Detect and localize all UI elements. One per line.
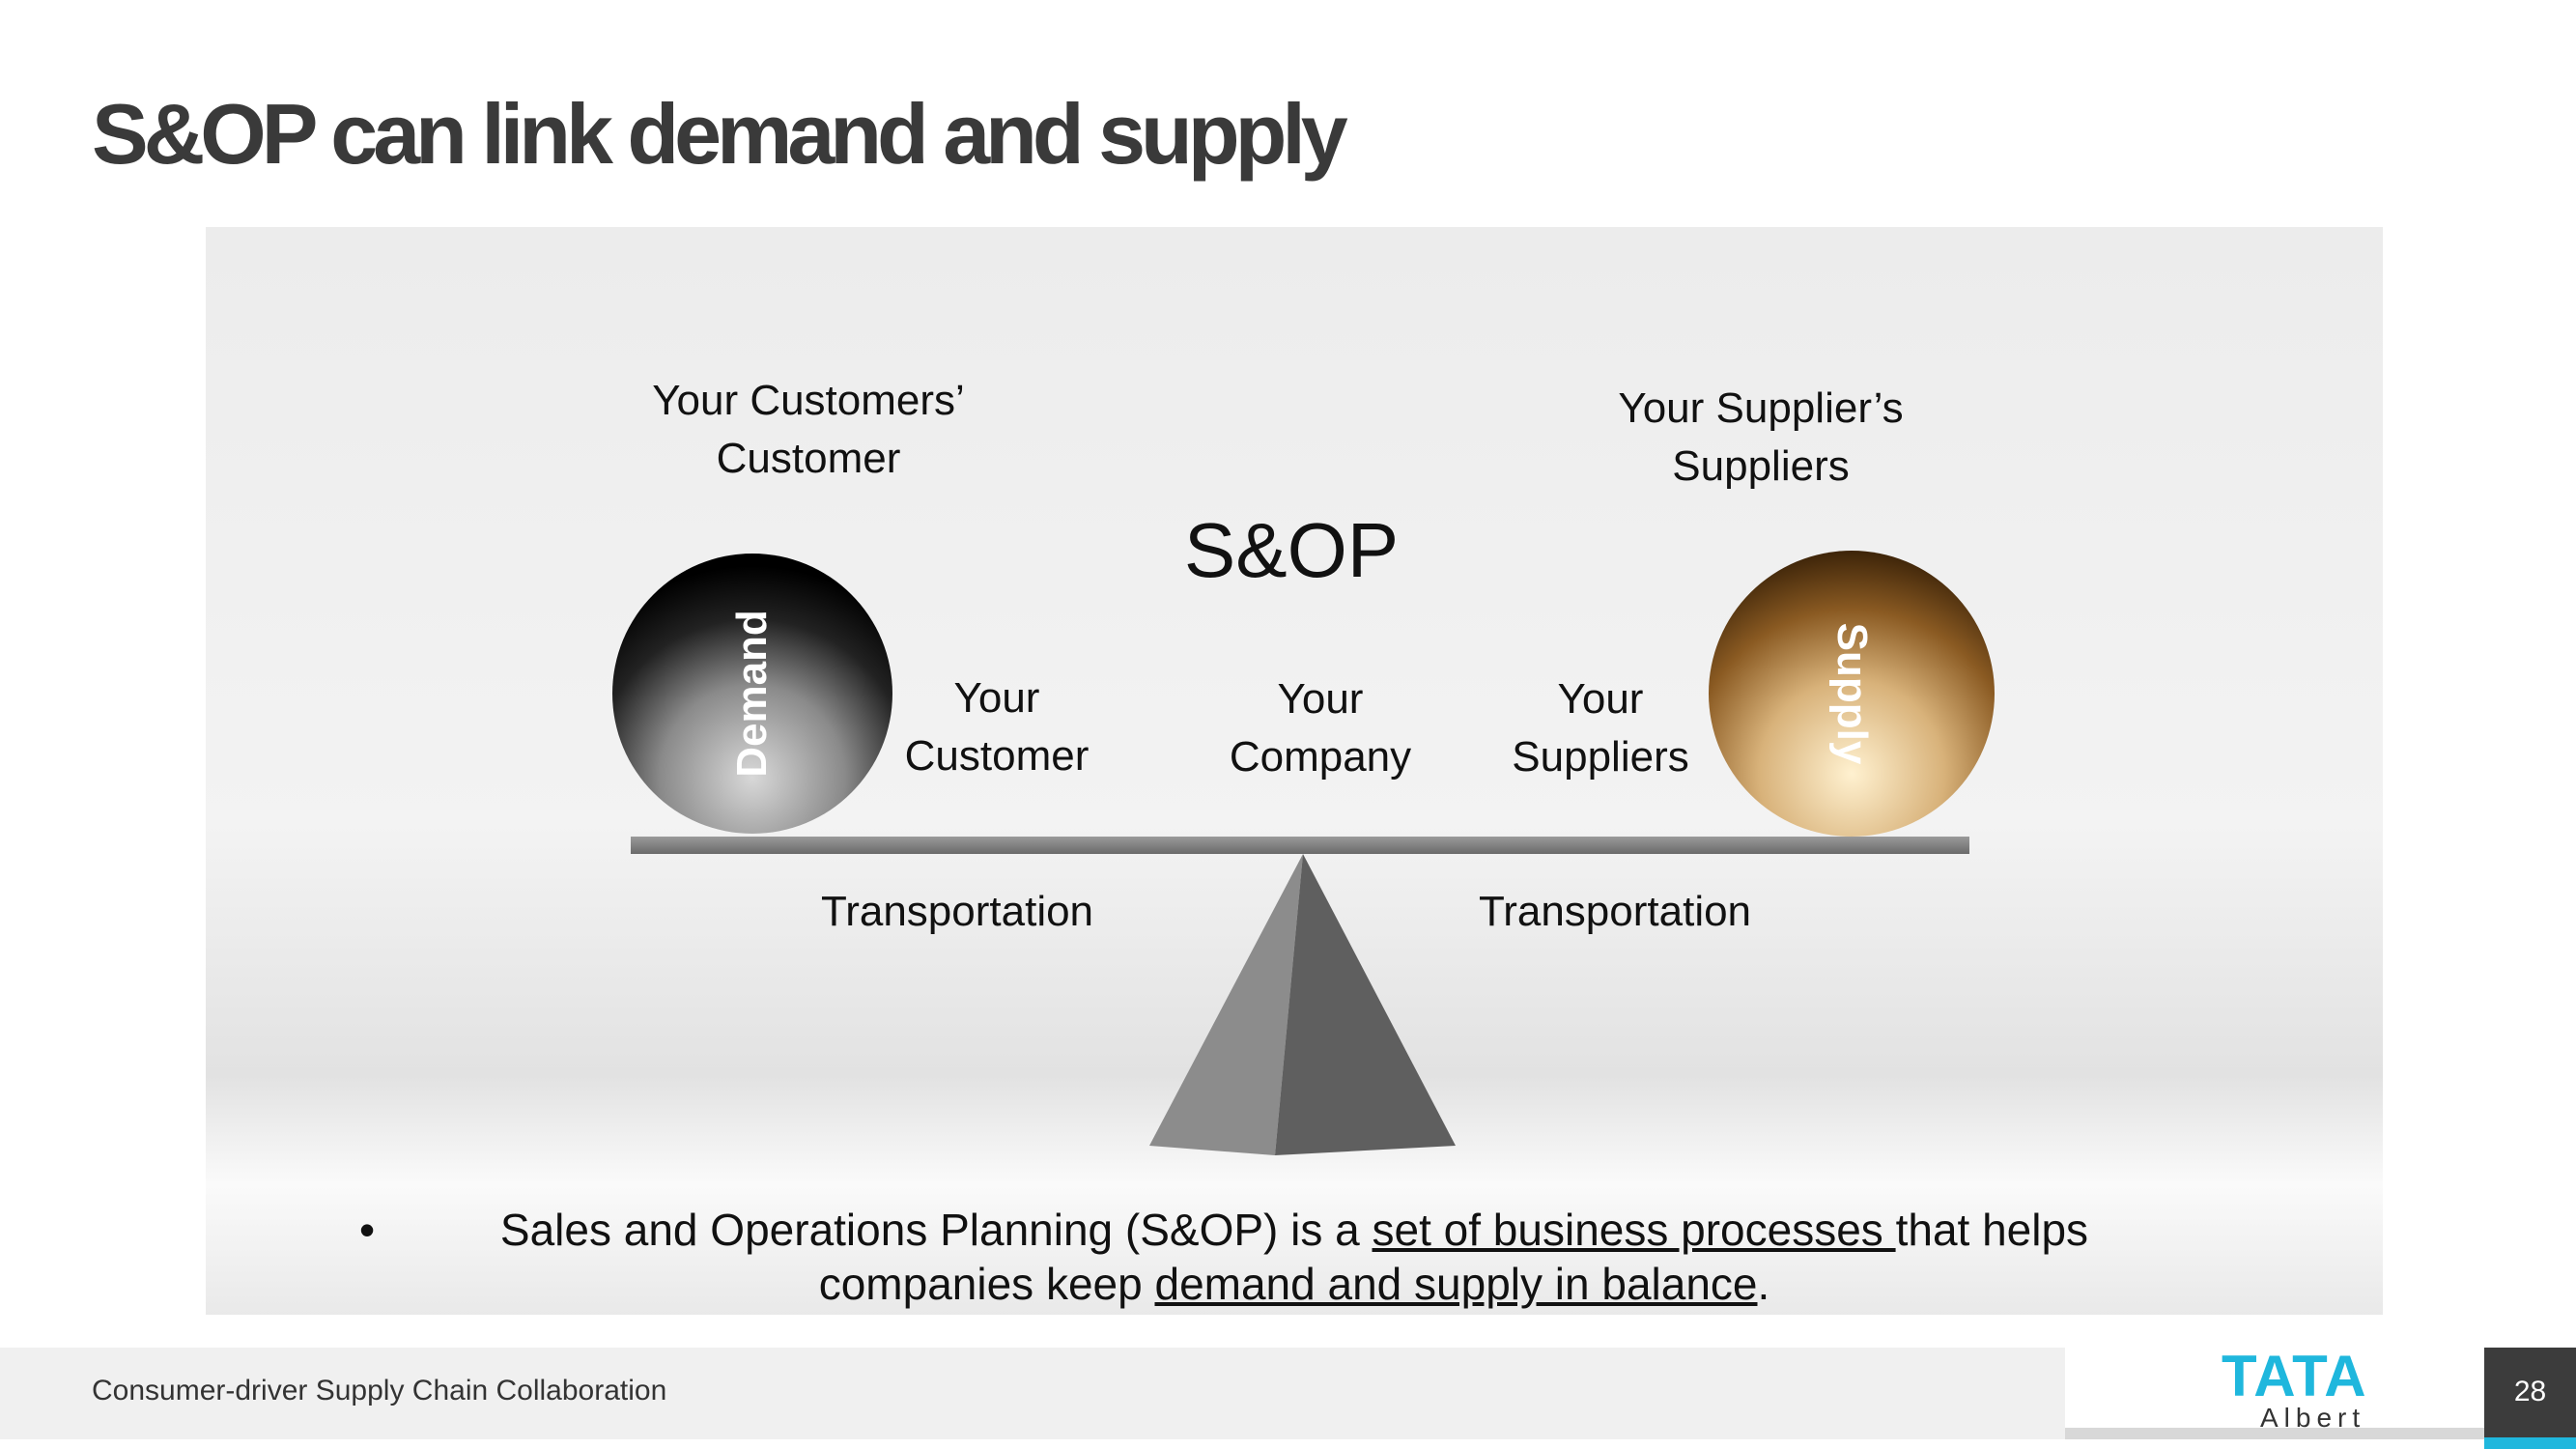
sop-label: S&OP	[1183, 507, 1400, 593]
page-number-box: 28	[2484, 1348, 2576, 1449]
footer-text: Consumer-driver Supply Chain Collaborati…	[92, 1375, 667, 1406]
page-number: 28	[2513, 1376, 2547, 1407]
customers-customer-label: Your Customers’Customer	[652, 377, 965, 482]
bullet-part2: that helps companies keep	[818, 1205, 2089, 1309]
underlined-set-of-business-processes: set of business processes	[1372, 1205, 1896, 1255]
bullet-part1: Sales and Operations Planning (S&OP) is …	[499, 1205, 1373, 1255]
bullet-marker: •	[359, 1205, 376, 1255]
logo-area	[2065, 1348, 2484, 1439]
transportation-left-label: Transportation	[820, 888, 1094, 935]
bullet-text: Sales and Operations Planning (S&OP) is …	[425, 1203, 2164, 1311]
bullet-part3: .	[1757, 1259, 1770, 1309]
footer-bar	[0, 1348, 2065, 1439]
logo-tata: TATA	[2222, 1344, 2367, 1408]
underlined-demand-and-supply: demand and supply in balance	[1154, 1259, 1758, 1309]
transportation-right-label: Transportation	[1478, 888, 1752, 935]
supply-label: Supply	[1828, 622, 1876, 765]
logo-albert: Albert	[2260, 1403, 2366, 1433]
supply-ball: Supply	[1709, 551, 1995, 837]
demand-label: Demand	[728, 610, 776, 778]
page-title: S&OP can link demand and supply	[92, 86, 1348, 182]
seesaw-beam	[631, 837, 1969, 854]
demand-ball: Demand	[612, 554, 892, 834]
